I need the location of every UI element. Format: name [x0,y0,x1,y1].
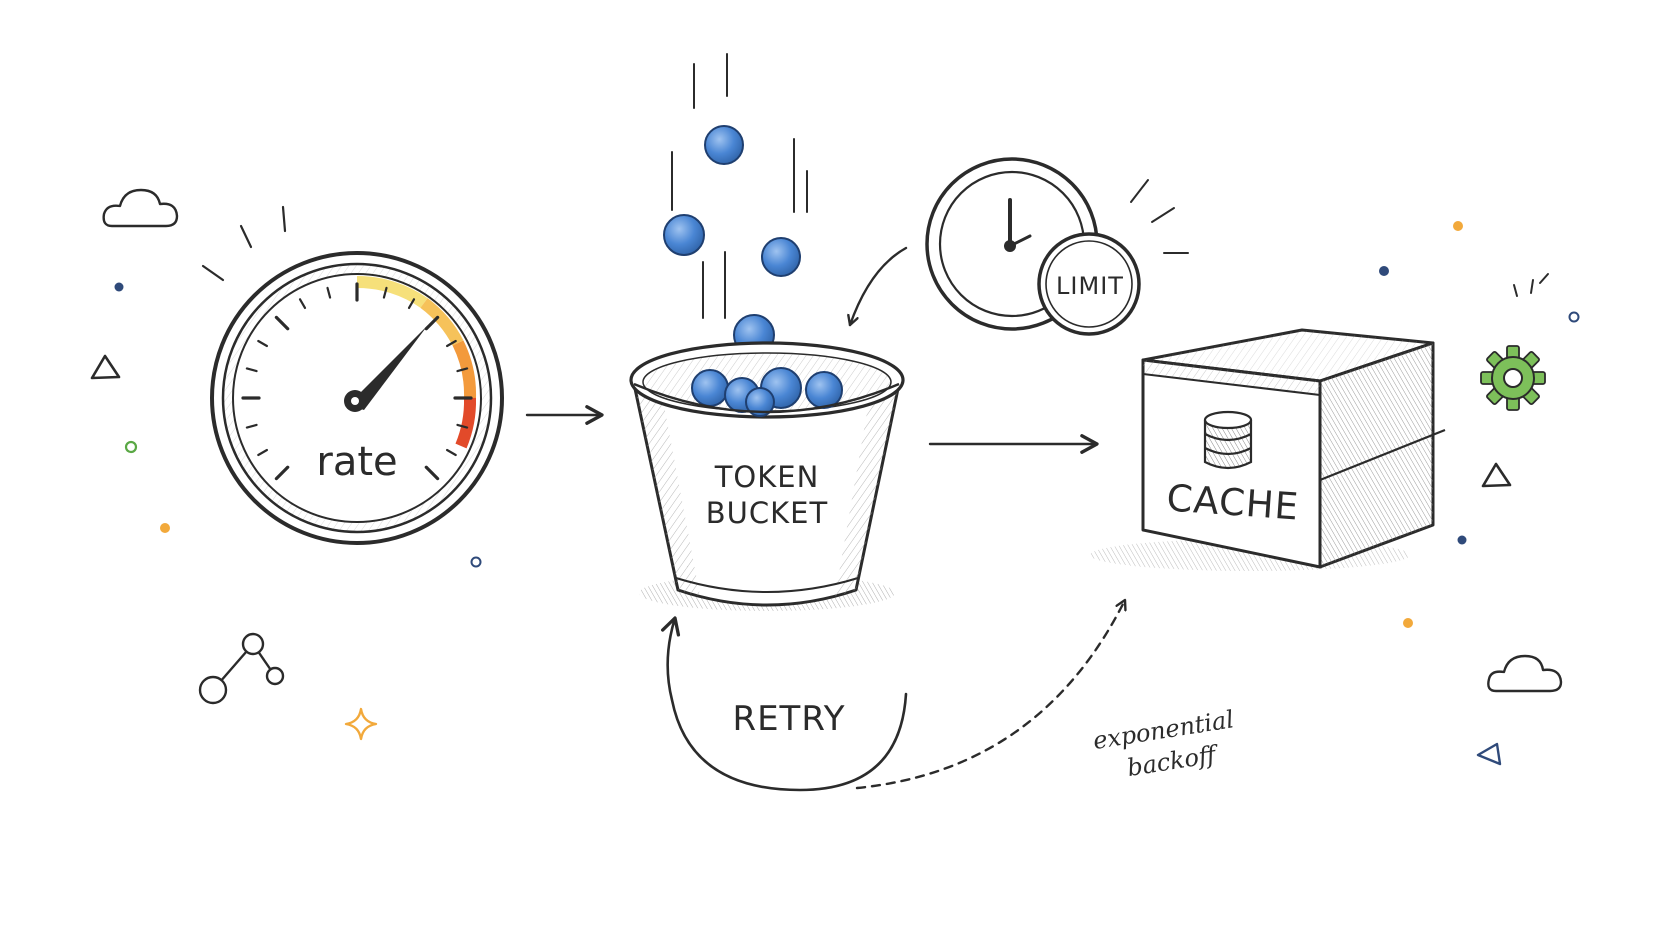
token [761,237,801,277]
clock-motion-lines [1130,179,1189,254]
backoff-arrow [855,598,1125,790]
gauge-tick [456,423,469,429]
cloud-icon [1487,654,1563,693]
gauge-tick [245,423,258,429]
token [704,125,744,165]
gauge-tick [326,286,332,299]
retry-loop: RETRY [660,616,908,792]
gauge-tick [274,315,290,331]
gauge-tick [424,315,440,331]
bucket-tokens [691,367,843,417]
falling-tokens [663,125,801,356]
gauge-label: rate [316,439,397,485]
gauge-motion-lines [201,205,287,282]
retry-label: RETRY [732,699,845,739]
gauge-tick [257,339,269,348]
arrow-limit-to-bucket [850,246,908,327]
limit-badge-label: LIMIT [1056,272,1124,300]
gauge-tick [245,367,258,373]
gauge-tick [257,448,269,457]
gauge-tick [382,286,388,299]
speedometer-icon: rate [201,205,504,545]
gear-motion-lines [1513,273,1549,297]
gauge-color-arc [356,275,477,449]
triangle-icon [1476,742,1502,766]
backoff-note: exponential backoff [1091,705,1236,782]
gauge-tick [445,339,457,348]
gear-icon [1480,345,1546,411]
cache-box: CACHE [1090,328,1446,571]
database-icon [1203,410,1253,470]
bucket-label-line2: BUCKET [706,496,828,530]
network-icon [198,632,285,705]
limit-badge: LIMIT [1037,232,1141,336]
cloud-icon [102,188,179,228]
triangle-icon [90,354,121,380]
gauge-needle [344,325,428,412]
bucket-label-line1: TOKEN [714,460,820,494]
gauge-tick [274,465,290,481]
token [663,214,705,256]
cache-label: CACHE [1165,476,1300,528]
gauge-tick [445,448,457,457]
triangle-icon [1481,462,1512,488]
gauge-tick [407,298,416,310]
bucket-icon: TOKEN BUCKET [629,341,905,611]
gauge-ticks [241,282,473,481]
retry-arrow [660,616,908,792]
sparkle-icon [344,707,378,741]
gauge-tick [298,298,307,310]
gauge-tick [456,367,469,373]
decorative-dots [114,221,1580,628]
falling-token-lines [671,53,808,319]
gauge-tick [424,465,440,481]
